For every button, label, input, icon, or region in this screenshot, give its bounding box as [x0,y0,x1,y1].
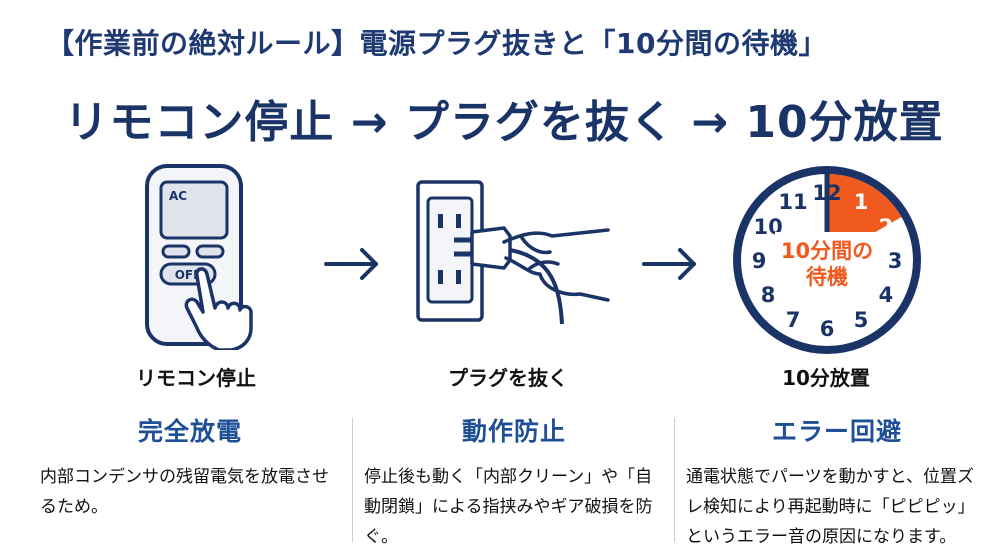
clock-center-text: 待機 [806,265,848,289]
column-body: 内部コンデンサの残留電気を放電させるため。 [40,467,329,517]
step-label: 10分放置 [782,366,870,390]
clock-center-text: 10分間の [781,239,873,263]
column-body: 停止後も動く「内部クリーン」や「自動閉鎖」による指挟みやギア破損を防ぐ。 [364,467,653,547]
column-error-avoid: エラー回避 通電状態でパーツを動かすと、位置ズレ検知により再起動時に「ピピピッ」… [686,412,988,548]
column-title: 動作防止 [461,417,566,446]
clock-number: 3 [888,249,903,273]
column-title: 完全放電 [137,417,242,446]
clock-number: 4 [879,283,894,307]
step-label: リモコン停止 [136,366,256,390]
clock-number: 6 [820,317,835,341]
subtitle: 【作業前の絶対ルール】電源プラグ抜きと「10分間の待機」 [46,27,827,60]
clock-number: 8 [761,283,776,307]
clock-center-bg [775,232,879,290]
column-body: 通電状態でパーツを動かすと、位置ズレ検知により再起動時に「ピピピッ」というエラー… [686,467,975,547]
remote-control-illustration: AC OFF [145,164,253,350]
clock-number: 11 [778,190,807,214]
clock-number: 2 [879,215,894,239]
column-discharge: 完全放電 内部コンデンサの残留電気を放電させるため。 [40,412,340,548]
clock-number: 9 [752,249,767,273]
divider [352,418,353,542]
column-title: エラー回避 [771,417,902,446]
clock-number: 7 [786,308,801,332]
divider [674,418,675,542]
step-label: プラグを抜く [448,366,568,390]
remote-display-text: AC [169,189,187,203]
arrow-right-icon [324,248,378,280]
clock-number: 12 [812,181,841,205]
headline: リモコン停止 → プラグを抜く → 10分放置 [64,97,944,148]
pointing-hand-icon [184,267,253,350]
outlet-plug-illustration [416,180,610,325]
remote-off-label: OFF [175,268,202,282]
column-prevent-motion: 動作防止 停止後も動く「内部クリーン」や「自動閉鎖」による指挟みやギア破損を防ぐ… [364,412,664,548]
clock-number: 1 [854,190,869,214]
plug-icon [470,226,512,270]
clock-number: 5 [854,308,869,332]
gripping-hand-icon [502,228,610,302]
arrow-right-icon [642,248,696,280]
